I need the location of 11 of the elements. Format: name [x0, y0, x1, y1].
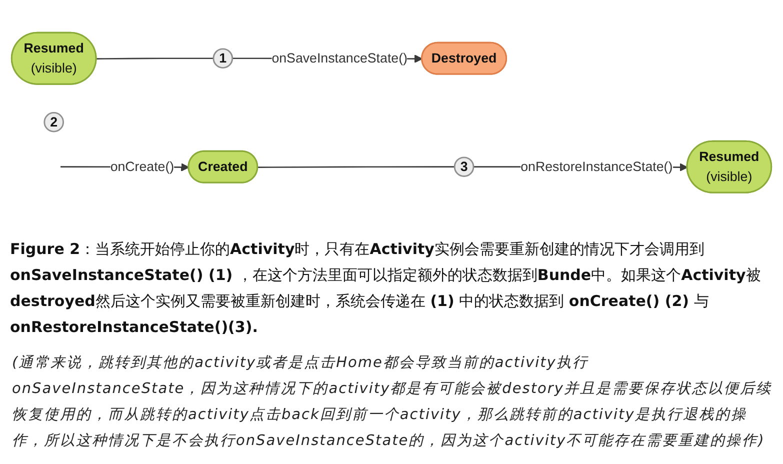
number-circle: 2	[44, 112, 64, 133]
connector-line	[258, 166, 455, 168]
note-text: (通常来说，跳转到其他的activity或者是点击Home都会导致当前的activity执行onSaveInstanceState，因为这种情况下的activity都是有可能会被destory并且是需要保存状态以便后续恢复使用的，而从跳转的activity点击back回到前一个activity，那么跳转前的activity是执行退栈的操作，所以这种情况下是不会执行onSaveInstanceState的，因为这个activity不可能存在需要重建的操作)	[12, 354, 773, 451]
state-box: Resumed (visible)	[686, 140, 772, 194]
connector-line	[96, 58, 214, 60]
number-circle: 3	[454, 157, 474, 178]
state-box: Destroyed	[421, 42, 508, 76]
state-box: Resumed (visible)	[10, 32, 97, 86]
state-box: Created	[188, 150, 258, 184]
number-circle: 1	[212, 48, 234, 69]
figure-caption: Figure 2：当系统开始停止你的Activity时，只有在Activity实例会需要重新创建的情况下才会调用到onSaveInstanceState() (1) ，在这个方法里面可以指定额外的状态数据到Bunde中。如果这个Activity被destroyed然后这个实例又需要被重新创建时，系统会传递在 (1) 中的状态数据到 onCreate() (2) 与 onRestoreInstanceState()(3).	[10, 239, 762, 338]
